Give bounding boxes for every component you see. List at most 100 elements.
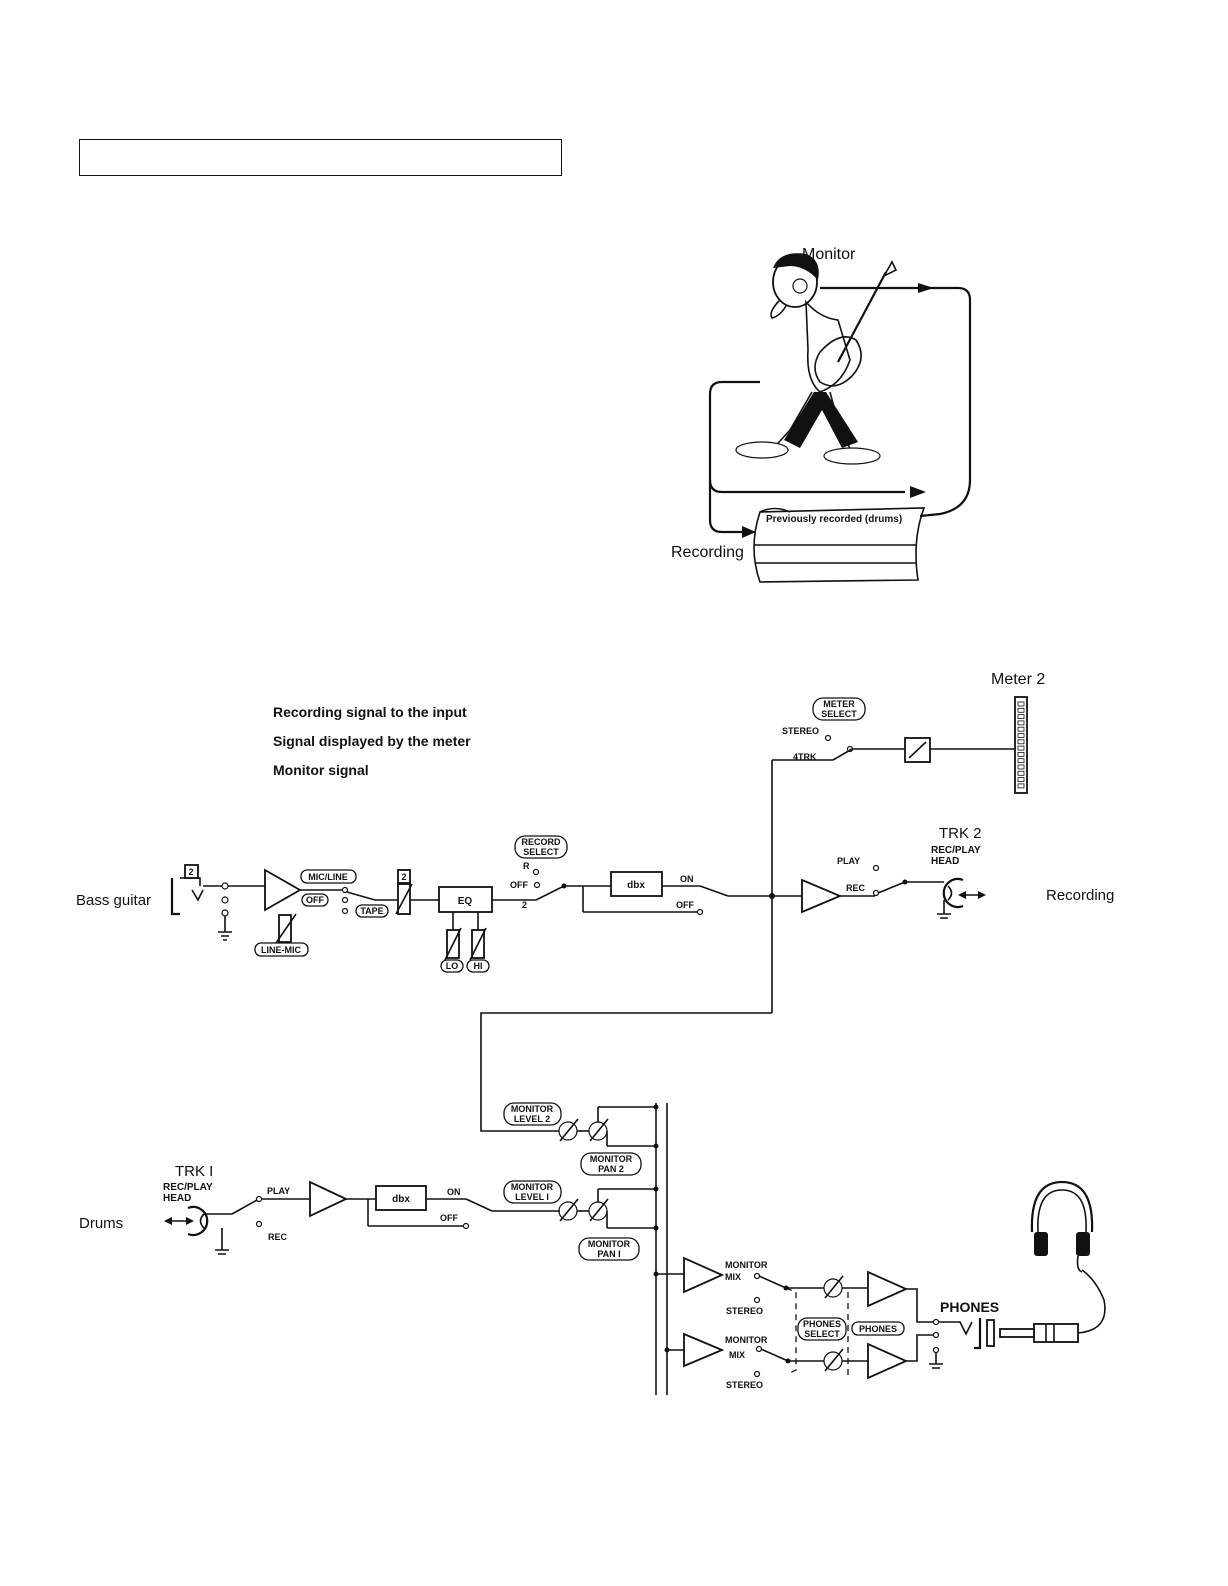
bass-neck [837, 271, 887, 363]
phones-jack-icon [939, 1321, 973, 1336]
record-select-r: R [523, 861, 530, 871]
trk2-section: PLAY REC TRK 2 REC/PLAY HEAD Recording [801, 825, 1114, 919]
monitor-mix-a-switch [758, 1275, 787, 1289]
bassist-illustration: Previously recorded (drums) Monitor Reco… [671, 246, 972, 583]
eq-hi-label: HI [474, 961, 483, 971]
meter-select-switch [832, 748, 853, 761]
headphones-icon [1030, 1180, 1094, 1273]
recording-loop-line [708, 380, 905, 494]
eq-lo-label: LO [446, 961, 459, 971]
eq-box [438, 886, 493, 913]
trk1-head-label-1: REC/PLAY [163, 1182, 213, 1193]
meter-segment [1017, 714, 1025, 719]
trk2-rec-label: REC [846, 883, 866, 893]
monitor-mix-b-label-2: MIX [729, 1350, 745, 1360]
phones-level-knob [851, 1321, 905, 1336]
line-mic-trim [278, 914, 292, 943]
trk1-rec-label: REC [268, 1232, 288, 1242]
phones-label: PHONES [940, 1299, 999, 1315]
monitor-level-2-label-2: LEVEL 2 [514, 1114, 550, 1124]
monitor-level-2-label-1: MONITOR [511, 1104, 554, 1114]
dbx-box-trk1 [375, 1185, 427, 1211]
tape-strip [753, 507, 926, 583]
record-select-label-1: RECORD [521, 837, 561, 847]
legend-monitor-signal: Monitor signal [273, 762, 369, 778]
input-chain: Bass guitar 2 LINE-MIC MIC/LINE OFF [76, 835, 802, 973]
meter-stereo-label: STEREO [782, 726, 819, 736]
monitor-feed-line [480, 1012, 772, 1132]
legend-meter-signal: Signal displayed by the meter [273, 733, 471, 749]
header-box [79, 139, 562, 176]
input-jack-icon [170, 878, 180, 916]
left-shoe-icon [735, 441, 789, 459]
recording-in-line [708, 480, 752, 534]
monitor-level-1-label-1: MONITOR [511, 1182, 554, 1192]
eq-label: EQ [458, 896, 473, 907]
monitor-label: Monitor [802, 246, 856, 263]
dbx-label-trk1: dbx [392, 1194, 410, 1205]
input-channel-box [184, 864, 199, 879]
tape-in-arrow-icon [742, 526, 756, 538]
dbx-on-trk1: ON [447, 1187, 461, 1197]
trim-channel-number: 2 [401, 872, 406, 882]
eq-hi-knob [466, 959, 490, 973]
record-select-label-2: SELECT [523, 847, 559, 857]
record-select-off: OFF [510, 880, 528, 890]
meter-select-label-1: METER [823, 699, 855, 709]
trk2-ground-icon [937, 913, 951, 919]
trk1-play-amp-triangle [309, 1180, 349, 1218]
monitor-mix-b-switch [760, 1348, 789, 1362]
monitor-level-2-knob [503, 1102, 562, 1126]
meter-segment [1017, 701, 1025, 707]
mix-amp-a-triangle [683, 1256, 725, 1294]
record-select-knob [514, 835, 568, 859]
stereo-b-label: STEREO [726, 1380, 763, 1390]
legend-recording-signal: Recording signal to the input [273, 704, 467, 720]
phones-knob-label: PHONES [859, 1324, 897, 1334]
dbx-off-trk2: OFF [676, 900, 694, 910]
right-shoe-icon [823, 447, 881, 465]
meter-select-label-2: SELECT [821, 709, 857, 719]
phones-select-knob [797, 1317, 847, 1341]
ground-icon [218, 931, 232, 941]
meter-segment [1017, 783, 1025, 789]
monitor-mix-b-label-1: MONITOR [725, 1335, 768, 1345]
recording-label: Recording [671, 544, 744, 561]
meter-segment [1017, 726, 1025, 732]
trk2-title: TRK 2 [939, 825, 982, 842]
trk2-head-icon [942, 877, 964, 909]
meter-segment [1017, 707, 1025, 713]
input-channel-number: 2 [188, 867, 193, 877]
monitor-mix-a-label-1: MONITOR [725, 1260, 768, 1270]
mix-amp-b-triangle [683, 1332, 725, 1368]
bassist-figure [735, 253, 898, 465]
meter-segment [1017, 777, 1025, 782]
phones-ground-icon [929, 1363, 943, 1369]
line-mic-knob [254, 942, 309, 957]
bass-guitar-label: Bass guitar [76, 892, 151, 909]
rec-amp-triangle [801, 878, 843, 914]
meter-segment [1017, 758, 1025, 764]
meter-segments [1017, 701, 1025, 789]
phones-select-label-2: SELECT [804, 1329, 840, 1339]
meter-segment [1017, 720, 1025, 726]
monitor-pan-2-label-1: MONITOR [590, 1154, 633, 1164]
tape-label-input: TAPE [360, 906, 383, 916]
dbx-label-trk2: dbx [627, 880, 645, 891]
trk2-play-label: PLAY [837, 856, 860, 866]
trk2-recording-label: Recording [1046, 887, 1114, 904]
trk1-play-rec-switch [231, 1199, 258, 1215]
phones-amp-b-triangle [867, 1342, 909, 1380]
trk2-play-rec-switch [877, 881, 906, 894]
monitor-pan-1-label-2: PAN I [597, 1249, 620, 1259]
eq-lo-knob [440, 959, 464, 973]
meter-segment [1017, 745, 1025, 751]
phones-select-label-1: PHONES [803, 1319, 841, 1329]
mic-line-knob [300, 869, 357, 884]
meter-segment [1017, 752, 1025, 757]
monitor-loop-line [820, 286, 972, 518]
dbx-switch-trk2 [699, 885, 729, 897]
meter-segment [1017, 770, 1025, 776]
